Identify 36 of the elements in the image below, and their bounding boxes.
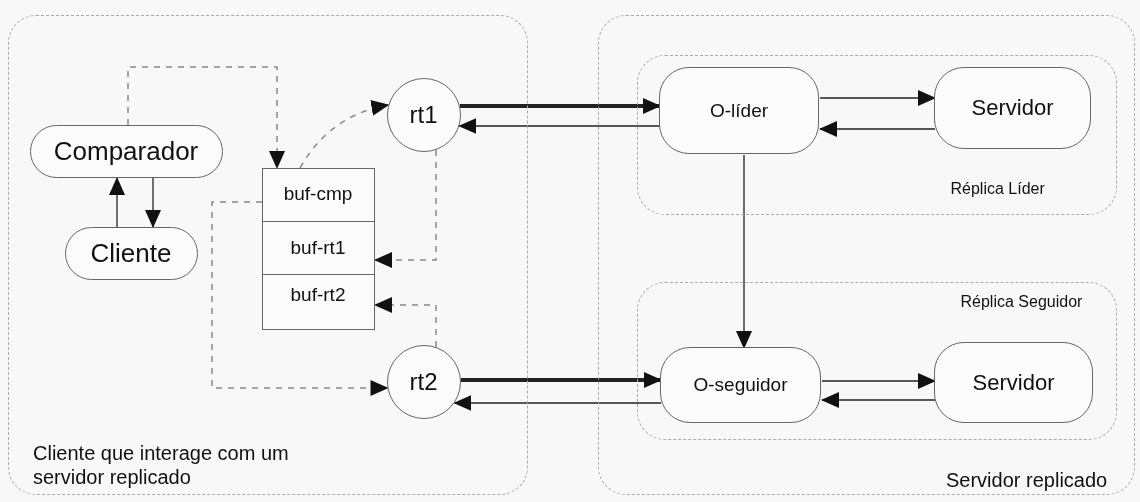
router-circle: rt2 xyxy=(386,344,461,419)
arrow xyxy=(460,372,662,388)
client-group xyxy=(8,15,528,495)
process-box: O-líder xyxy=(659,67,819,154)
process-box: Servidor xyxy=(934,342,1093,423)
arrow xyxy=(458,118,661,134)
arrow xyxy=(127,66,285,169)
replica-group xyxy=(636,281,1117,440)
group-label: Servidor replicado xyxy=(946,469,1108,492)
arrow xyxy=(299,100,390,169)
arrow xyxy=(109,177,125,228)
process-box: O-seguidor xyxy=(660,347,821,423)
arrow xyxy=(819,90,936,106)
arrow xyxy=(459,98,661,114)
group-label: Réplica Líder xyxy=(950,179,1045,198)
process-box: Servidor xyxy=(934,67,1091,149)
buffer-box xyxy=(261,167,375,330)
arrow xyxy=(736,154,752,349)
arrow xyxy=(145,177,161,228)
buffer-cell: buf-rt2 xyxy=(262,274,374,315)
replica-group xyxy=(636,54,1117,215)
buffer-cell: buf-cmp xyxy=(262,167,374,222)
arrow xyxy=(819,121,936,137)
buffer-cell: buf-rt1 xyxy=(262,221,374,275)
arrow xyxy=(374,149,437,268)
router-circle: rt1 xyxy=(386,77,461,152)
arrow xyxy=(821,373,936,389)
group-label: Cliente que interage com um servidor replicado xyxy=(33,441,290,489)
group-label: Réplica Seguidor xyxy=(960,292,1083,311)
arrow xyxy=(453,395,662,411)
process-pill: Cliente xyxy=(64,226,198,280)
arrow xyxy=(821,392,936,408)
process-pill: Comparador xyxy=(29,124,223,178)
arrow xyxy=(374,297,437,348)
server-group xyxy=(598,15,1135,495)
arrow xyxy=(211,201,389,396)
